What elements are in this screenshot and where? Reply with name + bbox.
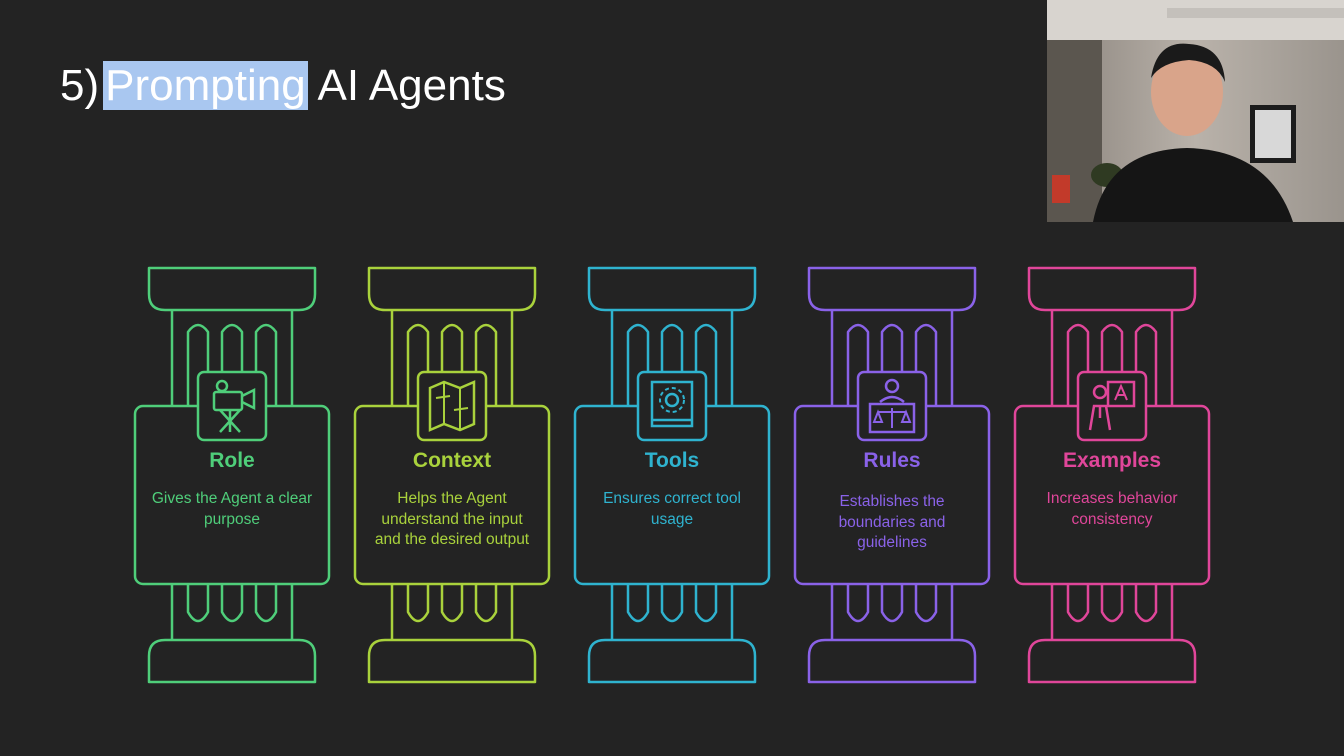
pillar-flute	[406, 323, 430, 406]
pillar-flute	[220, 584, 244, 623]
pillar-capital	[1027, 266, 1197, 312]
pillar-flute	[846, 323, 870, 406]
pillar-lower-shaft	[1050, 584, 1174, 640]
pillar-flute	[1100, 584, 1124, 623]
pillar-flute	[626, 584, 650, 623]
pillar-capital	[367, 266, 537, 312]
pillar-base	[1027, 638, 1197, 684]
pillar-description-examples: Increases behavior consistency	[1046, 490, 1178, 528]
pillar-flute	[626, 323, 650, 406]
pillar-flute	[1066, 584, 1090, 623]
pillar-description-tools: Ensures correct tool usage	[603, 490, 741, 528]
pillar-tools	[573, 266, 771, 684]
pillar-flute	[694, 584, 718, 623]
pillar-rules	[793, 266, 991, 684]
pillar-upper-shaft	[830, 310, 954, 406]
pillar-examples	[1013, 266, 1211, 684]
pillar-flute	[914, 323, 938, 406]
pillar-title-tools: Tools	[644, 449, 700, 472]
pillar-description-rules: Establishes the boundaries and guideline…	[838, 493, 946, 551]
pillar-flute	[660, 323, 684, 406]
pillar-capital	[807, 266, 977, 312]
pillar-icon-frame	[196, 370, 268, 442]
pillar-flute	[880, 323, 904, 406]
pillar-flute	[880, 584, 904, 623]
pillar-lower-shaft	[610, 584, 734, 640]
title-highlighted-word[interactable]: Prompting	[103, 61, 308, 110]
pillar-upper-shaft	[390, 310, 514, 406]
pillar-flute	[474, 323, 498, 406]
pillar-lower-shaft	[170, 584, 294, 640]
pillar-flute	[660, 584, 684, 623]
pillar-upper-shaft	[610, 310, 734, 406]
pillar-flute	[186, 584, 210, 623]
pillar-title-rules: Rules	[863, 449, 921, 472]
pillar-capital	[147, 266, 317, 312]
pillar-description-role: Gives the Agent a clear purpose	[151, 490, 313, 528]
slide-title: 5)Prompting AI Agents	[60, 58, 506, 114]
pillar-flute	[694, 323, 718, 406]
gear-book-icon	[650, 380, 694, 428]
pillar-description-context: Helps the Agent understand the input and…	[374, 490, 530, 548]
pillar-title-examples: Examples	[1062, 449, 1162, 472]
map-icon	[428, 380, 476, 432]
pillar-icon-frame	[856, 370, 928, 442]
pillar-lower-shaft	[390, 584, 514, 640]
pillar-title-context: Context	[412, 449, 492, 472]
pillar-flute	[254, 323, 278, 406]
title-suffix: AI Agents	[317, 61, 506, 110]
pillar-lower-shaft	[830, 584, 954, 640]
teacher-board-icon	[1088, 380, 1136, 431]
pillar-flute	[406, 584, 430, 623]
pillar-flute	[440, 584, 464, 623]
pillar-context	[353, 266, 551, 684]
pillar-title-role: Role	[209, 449, 255, 472]
pillar-role	[133, 266, 331, 684]
title-prefix: 5)	[60, 61, 100, 110]
pillar-base	[367, 638, 537, 684]
pillar-base	[807, 638, 977, 684]
film-camera-icon	[212, 379, 256, 433]
pillar-flute	[1134, 584, 1158, 623]
pillar-base	[587, 638, 757, 684]
pillar-flute	[846, 584, 870, 623]
pillar-flute	[1100, 323, 1124, 406]
pillar-flute	[254, 584, 278, 623]
pillar-base	[147, 638, 317, 684]
judge-scales-icon	[868, 378, 916, 434]
pillar-flute	[1134, 323, 1158, 406]
pillar-flute	[914, 584, 938, 623]
pillar-flute	[474, 584, 498, 623]
pillar-flute	[440, 323, 464, 406]
pillar-flute	[1066, 323, 1090, 406]
pillar-flute	[220, 323, 244, 406]
presenter-video-feed-icon	[1047, 0, 1344, 222]
pillar-upper-shaft	[170, 310, 294, 406]
pillar-capital	[587, 266, 757, 312]
pillar-icon-frame	[416, 370, 488, 442]
pillar-upper-shaft	[1050, 310, 1174, 406]
pillar-flute	[186, 323, 210, 406]
presenter-webcam	[1047, 0, 1344, 222]
